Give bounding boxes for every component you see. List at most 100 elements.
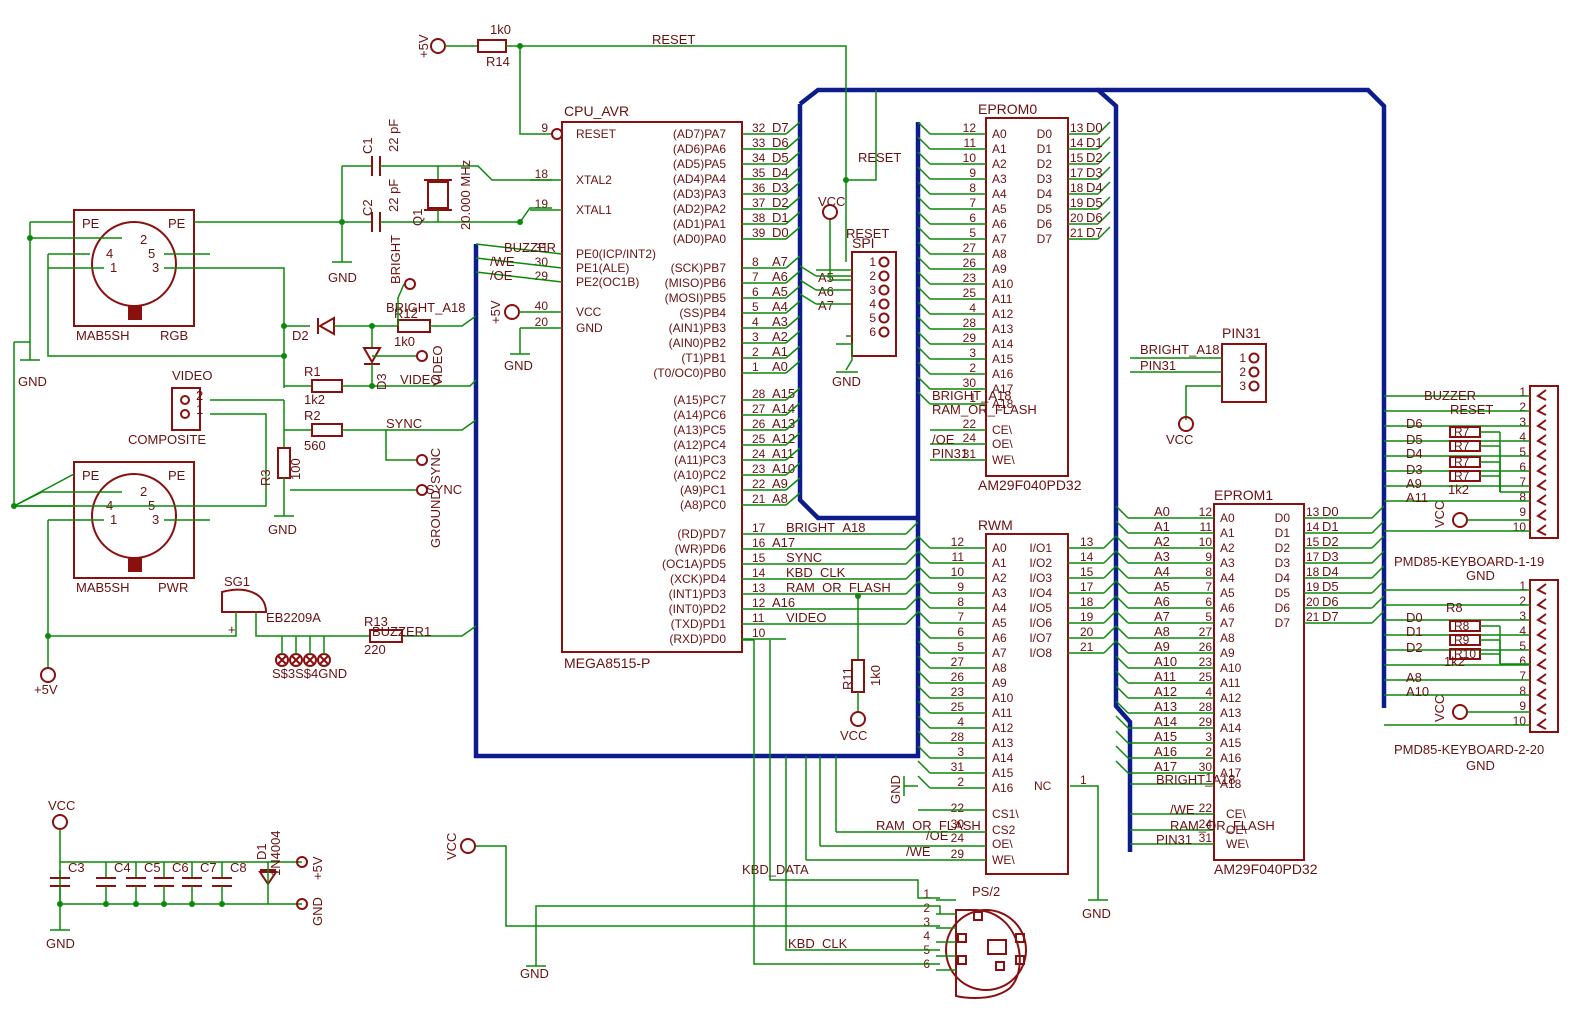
e0-ram-or-flash: RAM_OR_FLASH [932, 402, 1037, 417]
e1-addr-net: A7 [1154, 609, 1170, 624]
chip-pin-name: A12 [992, 721, 1014, 735]
kbd-pin-number: 3 [1519, 415, 1526, 429]
chip-pin-name: I/O3 [1029, 571, 1052, 585]
cpu-port-net: A8 [772, 491, 788, 506]
cpu-pin-number: 19 [535, 197, 549, 211]
r11-name: R11 [840, 667, 855, 690]
rwm-ctrl-name: CS2 [992, 823, 1016, 837]
cpu-port-num: 21 [752, 492, 766, 506]
kbd1-rvalue: 1k2 [1448, 482, 1469, 497]
kbd-pin-number: 1 [1519, 385, 1526, 399]
pin31-pins: 123 [1239, 351, 1260, 393]
cpu-port-num: 26 [752, 417, 766, 431]
cpu-port-pin: (XCK)PD4 [670, 572, 726, 586]
chip-pin-number: 28 [1199, 700, 1213, 714]
cpu-pin-name: PE2(OC1B) [576, 275, 639, 289]
chip-pin-name: A0 [1220, 511, 1235, 525]
chip-pin-net: D1 [1086, 135, 1103, 150]
chip-pin-number: 12 [963, 121, 977, 135]
rgb-label: RGB [160, 328, 188, 343]
chip-pin-net: D6 [1086, 210, 1103, 225]
cpu-port-net: A17 [772, 535, 795, 550]
rwm-nc-name: NC [1034, 779, 1052, 793]
chip-pin-name: A4 [992, 187, 1007, 201]
chip-pin-name: A1 [992, 142, 1007, 156]
cpu-pin-name: PE0(ICP/INT2) [576, 247, 656, 261]
cpu-port-pin: (T1)PB1 [681, 351, 726, 365]
cpu-port-num: 34 [752, 151, 766, 165]
cpu-port-pin: (AD5)PA5 [673, 157, 726, 171]
cpu-port-num: 33 [752, 136, 766, 150]
r11-value: 1k0 [868, 665, 883, 686]
chip-pin-net: D3 [1322, 549, 1339, 564]
chip-pin-number: 4 [969, 301, 976, 315]
chip-pin-number: 3 [957, 745, 964, 759]
bright-pad: BRIGHT [388, 235, 403, 284]
chip-pin-name: I/O4 [1029, 586, 1052, 600]
crystal-name: Q1 [410, 209, 425, 226]
cpu-port-pin: (A14)PC6 [673, 408, 726, 422]
kbd1-a9: A9 [1406, 476, 1422, 491]
reset-net-label-spi: RESET [858, 150, 901, 165]
c1-value: 22 pF [386, 119, 401, 152]
kbd-pin-number: 3 [1519, 609, 1526, 623]
cpu-port-pin: (SS)PB4 [679, 306, 726, 320]
header-pin [1248, 380, 1260, 392]
chip-pin-name: D3 [1037, 172, 1053, 186]
pwr-p3: 3 [152, 512, 159, 527]
chip-pin-number: 23 [963, 271, 977, 285]
chip-pin-name: A5 [1220, 586, 1235, 600]
chip-pin-number: 20 [1306, 595, 1320, 609]
chip-pin-name: I/O8 [1029, 646, 1052, 660]
spi-net-label: A7 [818, 298, 834, 313]
kbd1-gnd: GND [1466, 568, 1495, 583]
chip-pin-number: 27 [963, 241, 977, 255]
cpu-value: MEGA8515-P [564, 655, 650, 671]
kbd-pin-number: 8 [1519, 490, 1526, 504]
chip-pin-number: 17 [1306, 550, 1320, 564]
pe-we: /WE [490, 254, 515, 269]
chip-pin-number: 6 [957, 625, 964, 639]
ps2-pin-number: 2 [923, 901, 930, 915]
chip-pin-number: 26 [1199, 640, 1213, 654]
kbd2-a10: A10 [1406, 684, 1429, 699]
r2-name: R2 [304, 408, 321, 423]
spi-net-label: A5 [818, 270, 834, 285]
cpu-port-num: 22 [752, 477, 766, 491]
chip-pin-net: D2 [1322, 534, 1339, 549]
e1-addr-net: A3 [1154, 549, 1170, 564]
rgb-p3: 3 [152, 260, 159, 275]
cpu-port-net: D7 [772, 120, 789, 135]
cpu-port-net: D1 [772, 210, 789, 225]
eprom1-ctrl-nets: BRIGHT_A18 /WE RAM_OR_FLASH PIN31 [1156, 772, 1275, 847]
cpu-pin-number: 20 [535, 315, 549, 329]
video-conn-label: COMPOSITE [128, 432, 206, 447]
r1-name: R1 [304, 364, 321, 379]
chip-pin-number: 5 [969, 226, 976, 240]
chip-pin-name: A15 [992, 352, 1014, 366]
chip-pin-name: D1 [1037, 142, 1053, 156]
reset-net-top: RESET [652, 32, 695, 47]
cpu-port-num: 23 [752, 462, 766, 476]
chip-pin-number: 26 [963, 256, 977, 270]
sg1-value: EB2209A [266, 610, 321, 625]
chip-pin-number: 15 [1080, 565, 1094, 579]
cpu-port-pin: (A13)PC5 [673, 423, 726, 437]
chip-pin-number: 27 [1199, 625, 1213, 639]
header-pin [1248, 352, 1260, 364]
caps-5v-pad: +5V [310, 856, 325, 880]
cpu-port-net: A15 [772, 386, 795, 401]
rwm-ram-or-flash: RAM_OR_FLASH [876, 818, 981, 833]
chip-pin-number: 25 [963, 286, 977, 300]
pin31-vcc: VCC [1166, 432, 1193, 447]
chip-pin-number: 19 [1080, 610, 1094, 624]
kbd1-res-name: R7 [1454, 425, 1470, 439]
cpu-port-num: 14 [752, 566, 766, 580]
chip-pin-name: I/O2 [1029, 556, 1052, 570]
cpu-port-net: KBD_CLK [786, 565, 846, 580]
kbd1-res-name: R7 [1454, 469, 1470, 483]
chip-pin-name: A11 [992, 706, 1013, 720]
chip-pin-number: 23 [951, 685, 965, 699]
